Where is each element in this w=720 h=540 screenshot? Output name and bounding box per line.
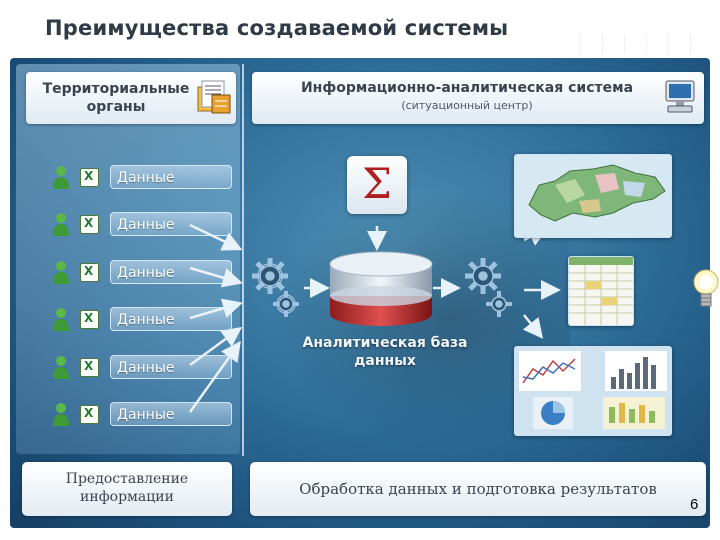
user-icon [53,166,69,189]
excel-icon: X [80,263,99,282]
data-processing-box: Обработка данных и подготовка результато… [250,462,706,516]
excel-icon: X [80,405,99,424]
slide-title: Преимущества создаваемой системы [45,16,509,40]
russia-map-thumbnail[interactable] [514,154,672,238]
gears-icon-right [465,258,512,317]
information-provision-label: Предоставление информации [65,471,189,505]
territorial-bodies-title: Территориальные органы [42,81,190,115]
column-divider [242,64,244,456]
user-icon [53,261,69,284]
data-processing-label: Обработка данных и подготовка результато… [299,480,657,498]
information-system-title: Информационно-аналитическая система [300,80,634,96]
lightbulb-icon [693,269,719,307]
excel-icon: X [80,168,99,187]
user-icon [53,356,69,379]
excel-icon: X [80,310,99,329]
user-icon [53,308,69,331]
page-number: 6 [690,496,699,513]
spreadsheet-thumbnail[interactable] [568,256,634,326]
sigma-icon: Σ [347,156,407,214]
data-item-2[interactable]: Данные [110,212,232,236]
excel-icon: X [80,358,99,377]
data-item-3[interactable]: Данные [110,260,232,284]
database-icon [329,251,433,326]
analytical-database-label: Аналитическая база данных [302,335,468,369]
map-image [528,164,666,222]
table-image [569,257,633,325]
gears-icon-left [252,258,299,317]
data-item-5[interactable]: Данные [110,355,232,379]
information-provision-box: Предоставление информации [22,462,232,516]
data-item-1[interactable]: Данные [110,165,232,189]
user-icon [53,213,69,236]
charts-thumbnail[interactable] [514,346,672,436]
computer-icon [665,80,695,113]
situation-center-subtitle: (ситуационный центр) [401,99,533,112]
territorial-bodies-header: Территориальные органы [26,72,236,124]
excel-icon: X [80,215,99,234]
charts-image [519,351,667,429]
data-item-4[interactable]: Данные [110,307,232,331]
user-icon [53,403,69,426]
information-system-header: Информационно-аналитическая система (сит… [252,72,704,124]
title-decoration [580,34,710,54]
data-item-6[interactable]: Данные [110,402,232,426]
folders-icon [197,80,231,114]
